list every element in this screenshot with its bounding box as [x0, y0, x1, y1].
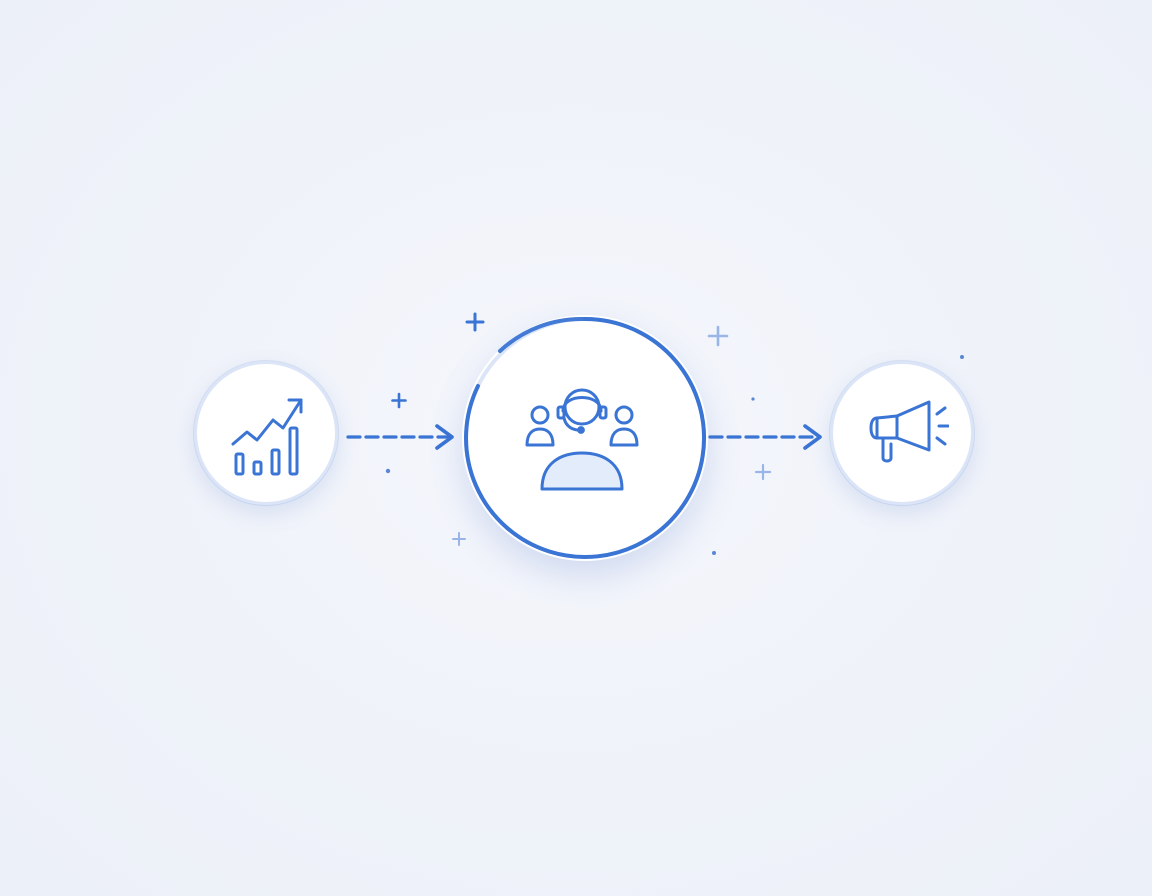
sparkle-icon [391, 392, 407, 409]
progress-ring [464, 316, 707, 559]
growth-chart-icon [231, 398, 303, 476]
campaign-node[interactable] [830, 361, 974, 505]
sparkle-icon [754, 463, 772, 481]
edge-analytics-to-support [346, 424, 454, 450]
sparkle-dot [751, 397, 755, 401]
edge-support-to-campaign [708, 424, 822, 450]
sparkle-dot [385, 468, 391, 474]
sparkle-dot [712, 551, 716, 555]
support-agent-team-icon [525, 388, 639, 491]
arrowhead-icon [435, 424, 454, 450]
arrowhead-icon [803, 424, 822, 450]
megaphone-icon [869, 400, 949, 463]
analytics-node[interactable] [194, 361, 338, 505]
sparkle-dot [960, 355, 964, 359]
support-team-node[interactable] [462, 315, 708, 561]
